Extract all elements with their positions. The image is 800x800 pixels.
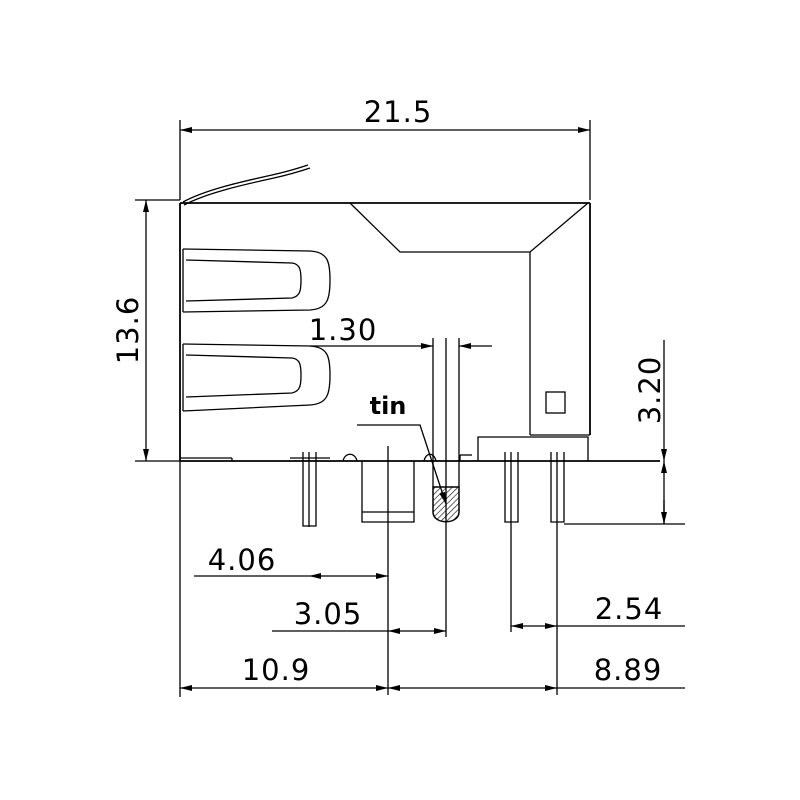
dim-pin-pitch: 2.54 [511, 592, 685, 629]
dim-post-offset-label: 4.06 [208, 543, 277, 577]
dim-tin-offset-label: 3.05 [294, 597, 363, 631]
tin-label: tin [370, 392, 407, 420]
pin-left [302, 452, 317, 527]
mounting-post [361, 446, 415, 695]
dim-pin-length: 3.20 [564, 340, 685, 525]
dim-pin-pitch-label: 2.54 [595, 592, 664, 626]
spring-contact-upper [182, 248, 331, 313]
pin-right-b [550, 452, 565, 695]
dim-height: 13.6 [111, 199, 180, 462]
connector-body [179, 164, 660, 462]
tin-pin [432, 338, 460, 637]
dim-bottom-offsets: 10.9 8.89 [179, 461, 685, 697]
dim-right-offset-label: 8.89 [594, 653, 663, 687]
spring-contact-lower [182, 343, 331, 412]
tin-note: tin [357, 392, 447, 505]
dim-tin-offset: 3.05 [272, 597, 446, 634]
dim-height-label: 13.6 [111, 296, 145, 365]
dim-pin-gap: 1.30 [309, 313, 492, 349]
pin-right-a [504, 452, 519, 632]
dim-pin-gap-label: 1.30 [309, 313, 378, 347]
dim-overall-width: 21.5 [179, 95, 591, 200]
dim-overall-width-label: 21.5 [364, 95, 433, 129]
dim-pin-length-label: 3.20 [633, 356, 667, 425]
dim-post-offset: 4.06 [194, 543, 388, 579]
dim-left-offset-label: 10.9 [242, 653, 311, 687]
